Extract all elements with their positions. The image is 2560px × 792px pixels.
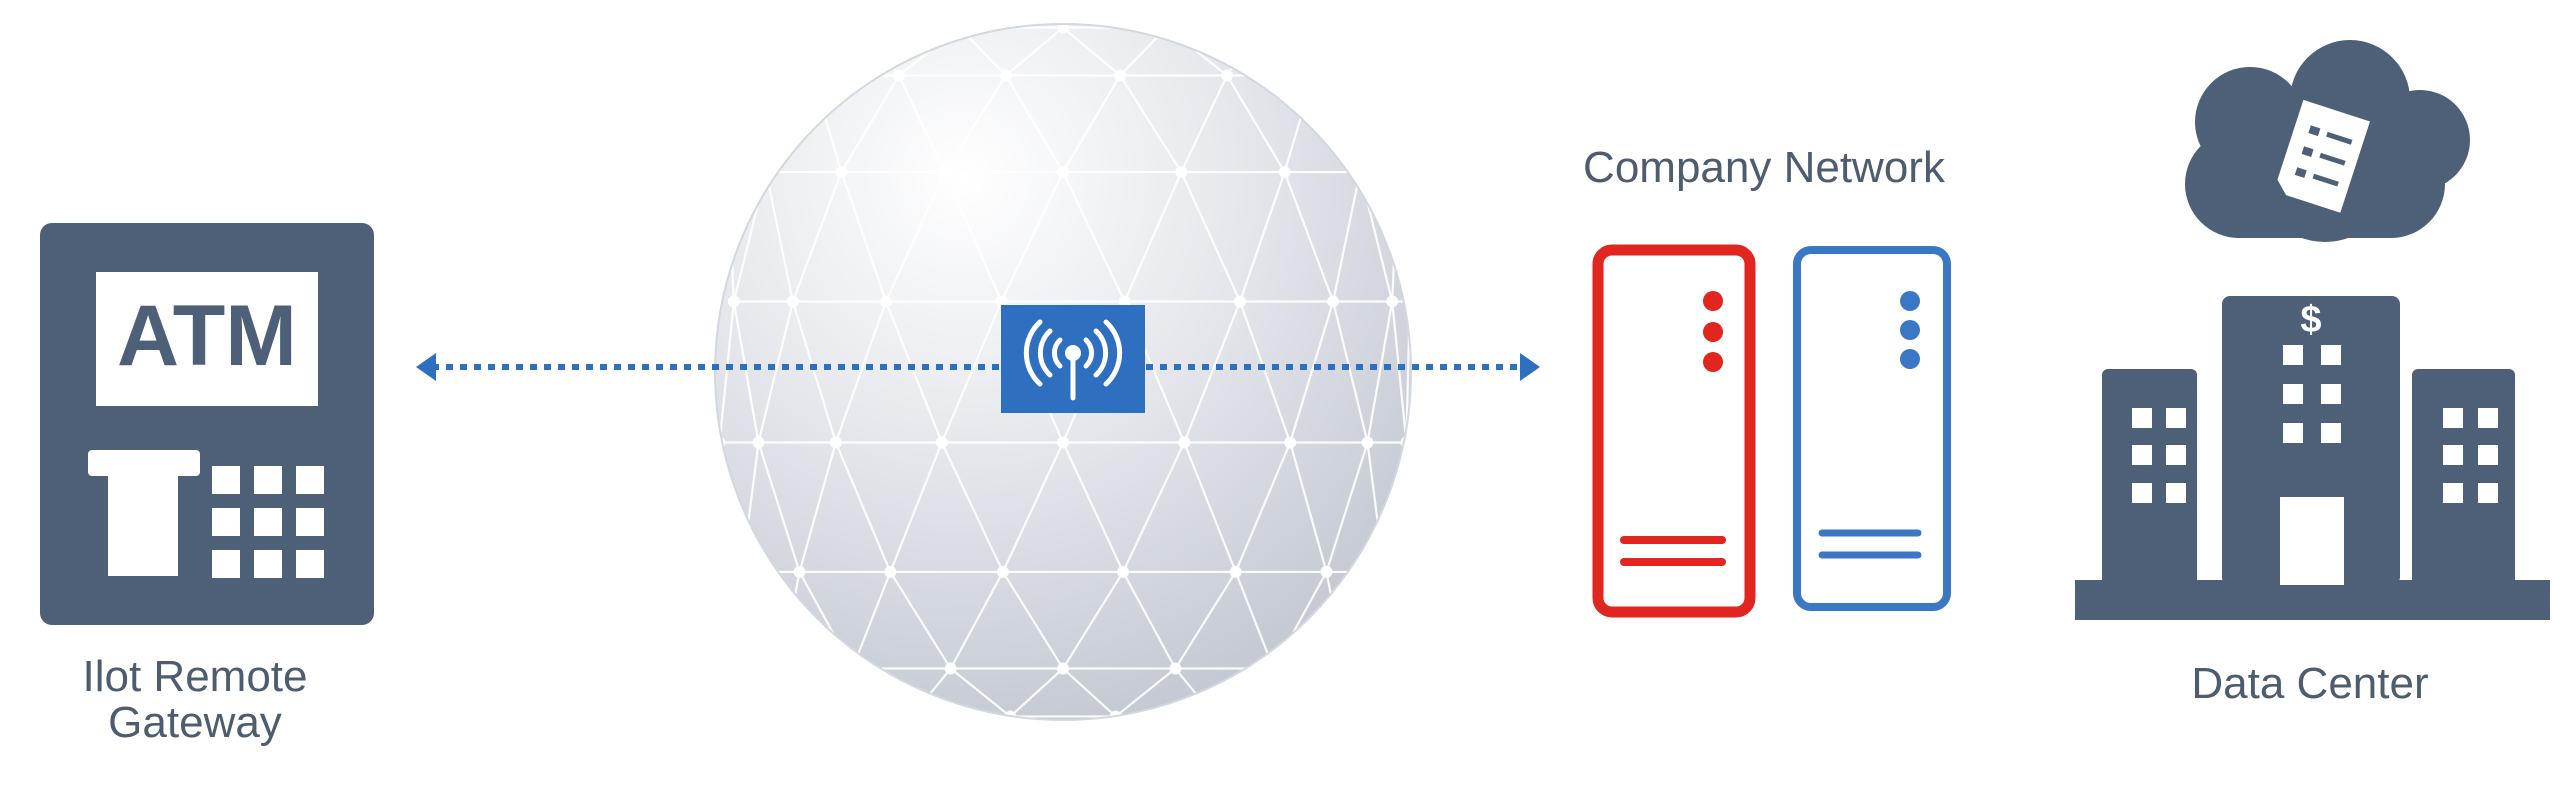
server-blue-icon: [1793, 246, 1951, 611]
company-network-label: Company Network: [1583, 143, 1945, 192]
atm-icon: ATM: [40, 223, 374, 625]
data-center-label: Data Center: [2191, 659, 2429, 708]
cloud-document-icon: [2185, 40, 2470, 242]
gateway-label: Ilot Remote Gateway: [40, 654, 350, 746]
gateway-label-line1: Ilot Remote: [82, 652, 308, 701]
connector-line: [416, 353, 1540, 381]
building-door: [2280, 497, 2344, 585]
server-red-icon: [1592, 244, 1756, 618]
arrowhead-right: [1520, 353, 1540, 381]
gateway-label-line2: Gateway: [108, 698, 282, 747]
wireless-antenna-icon: [1001, 305, 1145, 413]
bank-building-icon: $: [2075, 296, 2550, 620]
arrowhead-left: [416, 353, 436, 381]
building-windows: [2132, 345, 2498, 503]
atm-keypad: [212, 466, 324, 578]
bank-sign: $: [2300, 299, 2321, 341]
atm-screen-label: ATM: [117, 288, 297, 384]
